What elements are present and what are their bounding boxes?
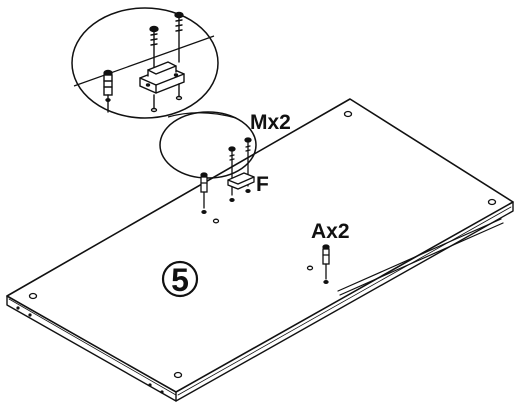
- edge-holes: [16, 306, 164, 394]
- bracket-f-small: [227, 172, 255, 190]
- label-mx2: Mx2: [250, 111, 291, 134]
- screw-m-small-1: [228, 146, 236, 196]
- panel-right-edge: [175, 201, 514, 402]
- hole-cam-center: [212, 218, 220, 224]
- cam-bolt-a: [322, 244, 330, 285]
- bracket-f: [139, 61, 185, 94]
- callout-bubble: [71, 7, 257, 179]
- magnified-hardware: [103, 11, 185, 113]
- cam-bolt-small: [200, 172, 208, 215]
- label-ax2: Ax2: [311, 220, 350, 243]
- label-f: F: [256, 173, 269, 196]
- hole-corner-bottom: [173, 371, 183, 379]
- hole-corner-top: [343, 110, 353, 118]
- screw-m-right: [174, 11, 184, 63]
- panel-groove: [337, 218, 502, 292]
- hole-cam-side: [306, 265, 314, 271]
- hole-corner-right: [487, 198, 497, 206]
- step-circle: [161, 260, 199, 298]
- source-circle: [159, 111, 257, 179]
- panel-hardware: [200, 137, 255, 215]
- hole-corner-left: [28, 292, 38, 300]
- cam-bolt-left: [103, 69, 113, 113]
- step-number: 5: [171, 262, 189, 298]
- panel-board: [6, 98, 514, 402]
- magnified-circle: [71, 7, 219, 119]
- panel-holes: [28, 110, 497, 379]
- step-badge: 5: [161, 260, 199, 298]
- panel-front-edge: [6, 295, 177, 402]
